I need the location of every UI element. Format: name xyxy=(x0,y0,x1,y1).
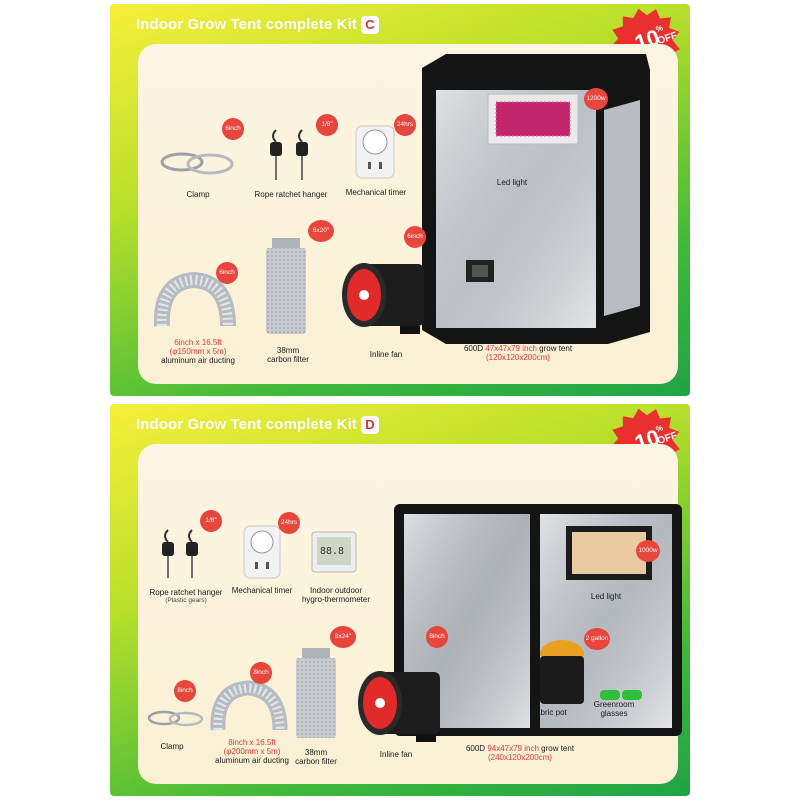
led-light-label: Led light xyxy=(590,592,622,601)
grow-tent-d-icon xyxy=(394,504,682,736)
clamp-label: Clamp xyxy=(160,742,184,751)
glasses-label: Greenroom glasses xyxy=(593,700,635,719)
aluminum-ducting-icon xyxy=(210,680,288,731)
filter-size-tag: 6x20" xyxy=(308,220,334,242)
timer-label: Mechanical timer xyxy=(345,188,407,197)
inline-fan-icon xyxy=(342,263,424,334)
filter-label: 38mm carbon filter xyxy=(267,346,309,365)
svg-text:88.8: 88.8 xyxy=(320,546,344,557)
fan-label: Inline fan xyxy=(379,750,413,759)
hanger-label: Rope ratchet hanger xyxy=(254,190,328,199)
rope-ratchet-hanger-icon xyxy=(270,129,308,180)
kit-d-badge: D xyxy=(360,416,379,434)
ducting-label: 6inch x 16.5ft (φ150mm x 5m) aluminum ai… xyxy=(161,338,235,366)
filter-label: 38mm carbon filter xyxy=(295,748,337,767)
fabric-pot-label: Fabric pot xyxy=(531,708,567,717)
timer-size-tag: 24hrs xyxy=(278,512,300,534)
tent-d-caption: 600D 94x47x79 inch grow tent (240x120x20… xyxy=(465,744,575,763)
mechanical-timer-icon xyxy=(355,125,395,179)
kit-c-badge: C xyxy=(360,16,379,34)
clamp-size-tag: 8inch xyxy=(174,680,196,702)
hanger-size-tag: 1/8" xyxy=(316,114,338,136)
led-light-label: Led light xyxy=(496,178,528,187)
discount-percent: % xyxy=(655,423,665,434)
timer-size-tag: 24hrs xyxy=(394,114,416,136)
carbon-filter-icon xyxy=(296,648,336,738)
timer-label: Mechanical timer xyxy=(231,586,293,595)
hanger-label: Rope ratchet hanger (Plastic gears) xyxy=(149,588,223,605)
fan-size-tag: 8inch xyxy=(426,626,448,648)
pot-size-tag: 2 gallon xyxy=(584,628,610,650)
clamp-label: Clamp xyxy=(186,190,210,199)
kit-d-content: 1/8" Rope ratchet hanger (Plastic gears)… xyxy=(138,444,682,784)
led-power-tag: 1200w xyxy=(584,88,608,110)
clamp-icon xyxy=(160,152,234,175)
fan-size-tag: 6inch xyxy=(404,226,426,248)
discount-percent: % xyxy=(655,23,665,34)
ducting-size-tag: 6inch xyxy=(216,262,238,284)
hanger-size-tag: 1/8" xyxy=(200,510,222,532)
aluminum-ducting-icon xyxy=(154,272,236,327)
tent-c-caption: 600D 47x47x79 inch grow tent (120x120x20… xyxy=(463,344,573,363)
grow-tent-c-icon xyxy=(422,54,650,344)
clamp-icon xyxy=(147,710,204,727)
ducting-label: 8inch x 16.5ft (φ200mm x 5m) aluminum ai… xyxy=(215,738,289,766)
thermo-label: Indoor outdoor hygro-thermometer xyxy=(301,586,371,605)
hygro-thermometer-icon: 88.8 xyxy=(311,531,357,573)
ducting-size-tag: 8inch xyxy=(250,662,272,684)
inline-fan-icon xyxy=(358,671,440,742)
fan-label: Inline fan xyxy=(369,350,403,359)
rope-ratchet-hanger-icon xyxy=(162,529,198,578)
filter-size-tag: 8x24" xyxy=(330,626,356,648)
clamp-size-tag: 6inch xyxy=(222,118,244,140)
kit-c-content: 6inch Clamp 1/8" Rope ratchet hanger 24h… xyxy=(138,44,678,384)
carbon-filter-icon xyxy=(266,238,306,334)
mechanical-timer-icon xyxy=(243,525,281,579)
led-power-tag: 1000w xyxy=(636,540,660,562)
